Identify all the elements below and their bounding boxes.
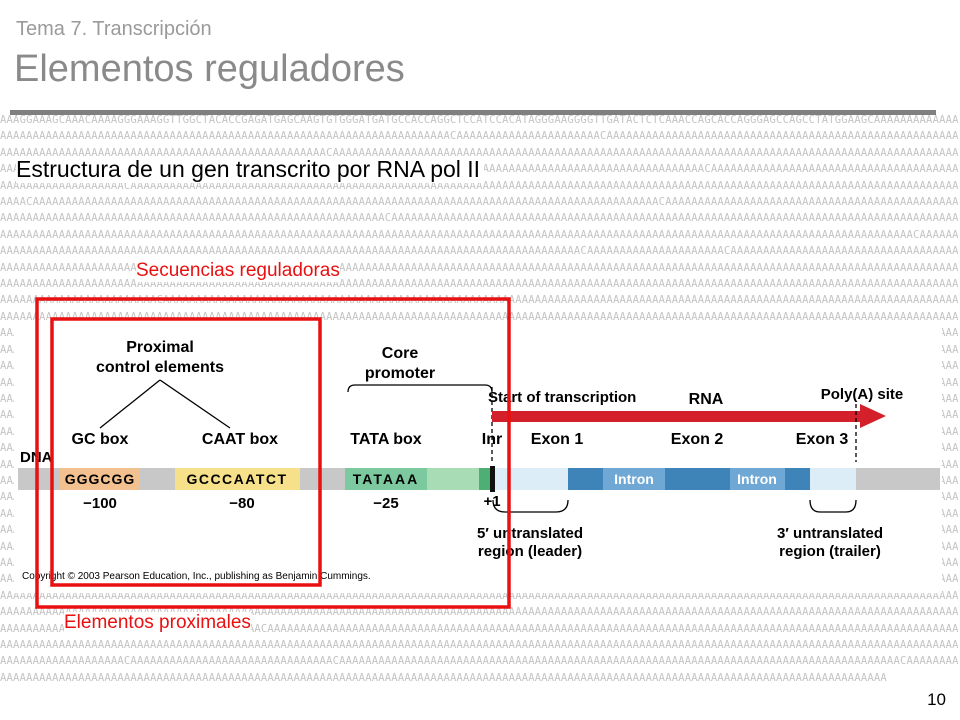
utr5-label-line1: 5′ untranslated [477,525,583,542]
core-promoter-bracket [347,384,493,393]
promoter-spacer-region [427,468,479,490]
exon2-label: Exon 2 [671,431,724,448]
core-promoter-label-line1: Core [382,345,419,362]
utr3-label-line2: region (trailer) [779,543,881,560]
intron1-label: Intron [614,471,654,487]
tata-box-sequence: TATAAA [353,471,419,487]
regulatory-sequences-highlight [35,297,511,609]
utr3-bracket [809,499,857,513]
rna-arrow-shaft [492,411,862,422]
position-tata: −25 [373,495,398,512]
proximal-elements-highlight [50,317,322,587]
copyright-notice: Copyright © 2003 Pearson Education, Inc.… [22,571,371,582]
slide-subheading: Estructura de un gen transcrito por RNA … [16,156,485,183]
proximal-pointer-caat [159,379,231,429]
regulatory-sequences-label: Secuencias reguladoras [136,260,340,282]
inr-label: Inr [482,431,502,448]
exon1-label: Exon 1 [531,431,584,448]
slide-title: Elementos reguladores [14,48,405,90]
caat-box-label: CAAT box [202,431,278,448]
utr5-region [495,468,568,490]
tata-box-label: TATA box [350,431,421,448]
proximal-pointer-gc [99,379,161,429]
proximal-control-label-line1: Proximal [126,339,194,356]
caat-box-sequence: GCCCAATCT [186,471,287,487]
core-promoter-label-line2: promoter [365,365,435,382]
exon1-region [568,468,603,490]
utr3-region [810,468,856,490]
intron2-label: Intron [737,471,777,487]
gc-box-sequence: GGGCGG [65,471,136,487]
polya-site-label: Poly(A) site [821,386,904,403]
slide-subtitle: Tema 7. Transcripción [16,18,212,40]
rna-arrow-head [860,404,886,428]
position-caat: −80 [229,495,254,512]
intron1-region [603,468,665,490]
intron2-region [730,468,785,490]
utr5-bracket [492,499,569,513]
inr-region [479,468,493,490]
title-divider [10,110,936,115]
proximal-control-label-line2: control elements [96,359,224,376]
utr3-label-line1: 3′ untranslated [777,525,883,542]
caat-box-region [175,468,300,490]
position-gc: −100 [83,495,117,512]
utr5-label-line2: region (leader) [478,543,582,560]
gc-box-label: GC box [72,431,129,448]
page-number: 10 [927,690,946,709]
rna-label: RNA [689,391,724,408]
gc-box-region [60,468,140,490]
proximal-elements-label: Elementos proximales [64,612,251,634]
exon2-region [665,468,730,490]
transcription-start-mark [490,466,495,492]
start-of-transcription-label: Start of transcription [488,389,636,406]
exon3-label: Exon 3 [796,431,849,448]
figure-panel [14,325,942,593]
tata-box-region [345,468,427,490]
exon3-region [785,468,810,490]
position-start: +1 [483,493,500,510]
